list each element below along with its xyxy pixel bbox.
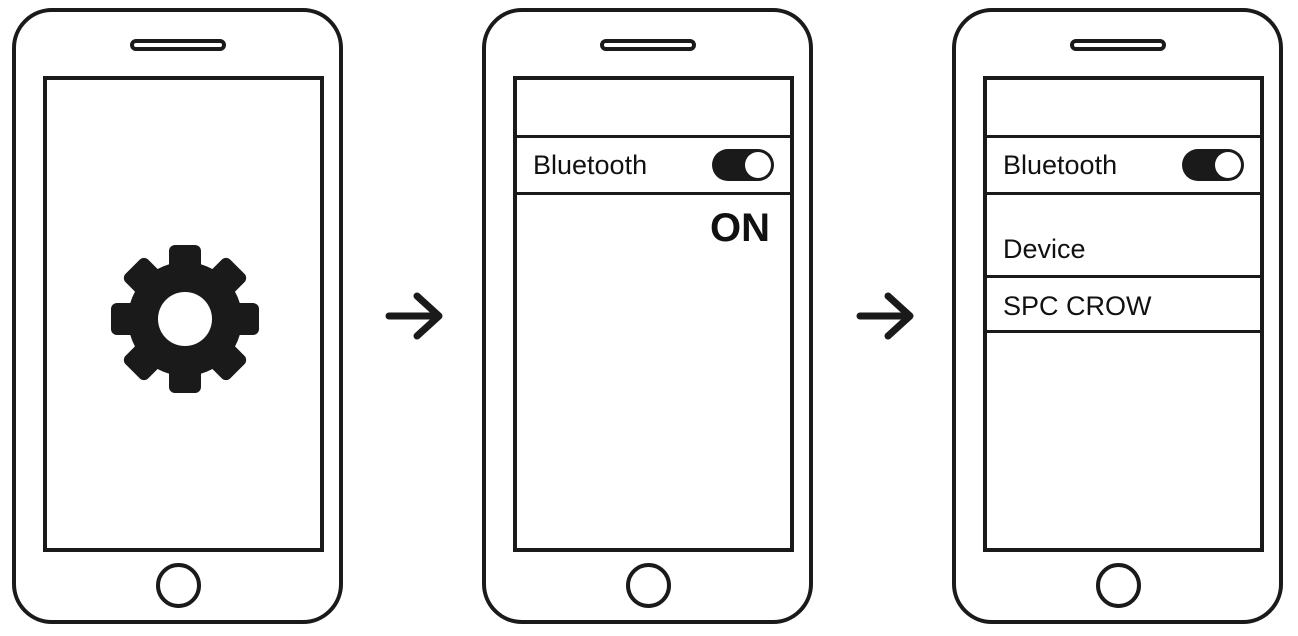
phone-screen: Bluetooth Device SPC CROW xyxy=(983,76,1264,552)
phone-screen xyxy=(43,76,324,552)
toggle-knob xyxy=(1215,152,1241,178)
speaker-slot xyxy=(1069,39,1166,51)
device-list-item: SPC CROW xyxy=(1003,291,1152,321)
phone-device-list: Bluetooth Device SPC CROW xyxy=(952,8,1283,624)
phone-screen: Bluetooth ON xyxy=(513,76,794,552)
status-on-text: ON xyxy=(710,206,770,250)
divider xyxy=(517,135,790,138)
bluetooth-label: Bluetooth xyxy=(1003,150,1118,180)
home-button xyxy=(625,563,671,608)
gear-icon xyxy=(111,245,259,393)
home-button xyxy=(1095,563,1141,608)
arrow-right-icon xyxy=(856,292,914,340)
divider xyxy=(987,135,1260,138)
divider xyxy=(987,192,1260,195)
arrow-right-icon xyxy=(385,292,443,340)
bluetooth-row: Bluetooth xyxy=(987,138,1260,192)
bluetooth-toggle xyxy=(1182,149,1244,181)
bluetooth-toggle xyxy=(712,149,774,181)
device-section-label: Device xyxy=(1003,234,1086,264)
bluetooth-row: Bluetooth xyxy=(517,138,790,192)
speaker-slot xyxy=(129,39,226,51)
home-button xyxy=(155,563,201,608)
toggle-knob xyxy=(745,152,771,178)
speaker-slot xyxy=(599,39,696,51)
divider xyxy=(517,192,790,195)
phone-bluetooth-on: Bluetooth ON xyxy=(482,8,813,624)
divider xyxy=(987,275,1260,278)
divider xyxy=(987,330,1260,333)
bluetooth-label: Bluetooth xyxy=(533,150,648,180)
phone-settings xyxy=(12,8,343,624)
